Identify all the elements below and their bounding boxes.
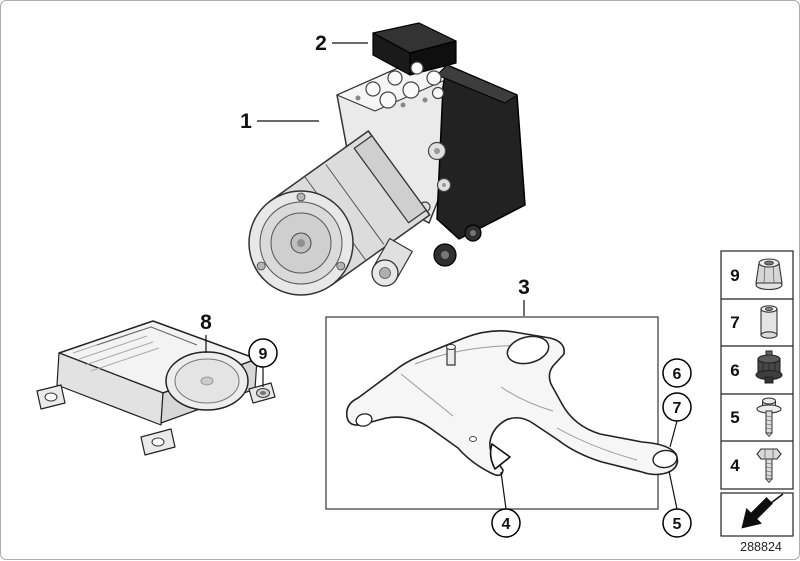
bracket-plate	[345, 330, 679, 477]
legend-label-6: 6	[730, 361, 739, 380]
callout-8-label: 8	[200, 311, 212, 334]
bracket-frame-box	[325, 316, 659, 510]
mounting-ear-bottom	[140, 428, 176, 456]
callout-7-leader	[669, 420, 678, 448]
hex-screw-icon	[756, 448, 782, 484]
ecu-housing	[436, 64, 526, 240]
legend-label-5: 5	[730, 408, 739, 427]
callout-4-circled: 4	[491, 471, 521, 538]
callout-7-label: 7	[673, 400, 682, 417]
callout-1-label: 1	[240, 110, 252, 133]
legend-border	[720, 250, 794, 490]
legend-row-nut: 9	[730, 258, 783, 291]
callout-6-circled: 6	[662, 358, 692, 388]
bracket-left-hole	[355, 413, 373, 427]
mounting-ear-right	[248, 382, 276, 404]
flange-nut-icon	[755, 258, 783, 291]
block-ports	[419, 141, 452, 213]
legend-label-9: 9	[730, 266, 739, 285]
control-module-illustration	[36, 320, 276, 456]
mounting-ear-left	[36, 384, 66, 410]
lower-fittings	[371, 224, 482, 287]
callout-6-circle	[662, 358, 692, 388]
pump-motor	[248, 130, 431, 296]
callout-1: 1	[240, 110, 319, 133]
callout-5-leader	[668, 470, 678, 510]
legend-label-4: 4	[730, 456, 740, 475]
callout-2-label: 2	[315, 32, 327, 55]
direction-arrow-icon	[741, 493, 784, 529]
washer-screw-icon	[756, 397, 782, 438]
callout-4-leader	[500, 471, 507, 510]
callout-5-label: 5	[673, 516, 682, 533]
bracket-stud	[446, 344, 456, 366]
legend-arrow-box	[720, 492, 794, 537]
callout-9-label: 9	[259, 346, 268, 363]
spacer-sleeve-icon	[760, 305, 778, 339]
control-module-left-face	[56, 352, 164, 426]
bracket-small-hole	[469, 436, 477, 442]
legend-row-hex-screw: 4	[730, 448, 782, 484]
callout-3: 3	[518, 276, 530, 316]
legend-row-washer-screw: 5	[730, 397, 782, 438]
callout-2: 2	[315, 32, 368, 55]
callout-5-circled: 5	[662, 470, 692, 538]
bracket-large-hole	[506, 335, 550, 365]
control-module-ridge	[96, 326, 198, 346]
callout-9-circled: 9	[248, 338, 278, 387]
callout-3-label: 3	[518, 276, 530, 299]
legend-row-mount: 6	[730, 350, 783, 384]
bracket-illustration	[345, 330, 679, 477]
bracket-arrow-marker	[489, 443, 511, 470]
callout-8: 8	[200, 311, 212, 353]
callout-7-circled: 7	[662, 392, 692, 448]
valve-domes	[355, 61, 445, 109]
legend-row-sleeve: 7	[730, 305, 778, 339]
hydro-unit-illustration	[248, 22, 526, 296]
rubber-mount-icon	[755, 350, 783, 384]
boss-center	[200, 376, 214, 386]
legend-panel: 9 7 6	[720, 250, 794, 537]
legend-label-7: 7	[730, 313, 739, 332]
part-number: 288824	[740, 540, 782, 554]
callout-4-label: 4	[502, 516, 511, 533]
callout-6-label: 6	[673, 366, 682, 383]
bracket-arm-hole	[652, 449, 678, 469]
